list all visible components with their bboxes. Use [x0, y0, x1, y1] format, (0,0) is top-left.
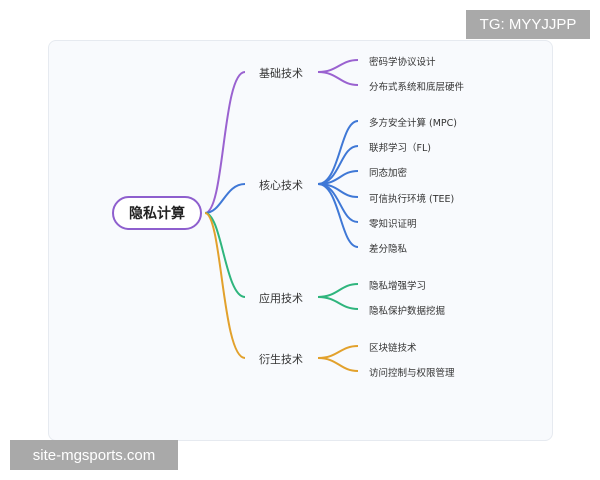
- watermark-bottom-left: site-mgsports.com: [10, 440, 178, 470]
- leaf-node[interactable]: 同态加密: [369, 168, 408, 179]
- root-node-label: 隐私计算: [129, 206, 185, 222]
- branch-node-basic[interactable]: 基础技术: [259, 67, 303, 80]
- root-node[interactable]: 隐私计算: [112, 196, 202, 230]
- branch-node-derived[interactable]: 衍生技术: [259, 353, 303, 366]
- connector-root-core: [204, 183, 246, 214]
- branch-node-core[interactable]: 核心技术: [259, 179, 303, 192]
- watermark-top-right: TG: MYYJJPP: [466, 10, 590, 39]
- leaf-node[interactable]: 零知识证明: [369, 219, 417, 230]
- leaf-node[interactable]: 分布式系统和底层硬件: [369, 82, 465, 93]
- leaf-node[interactable]: 多方安全计算 (MPC): [369, 118, 457, 129]
- branch-node-application[interactable]: 应用技术: [259, 292, 303, 305]
- connector-root-basic: [204, 71, 246, 214]
- leaf-node[interactable]: 隐私增强学习: [369, 281, 427, 292]
- leaf-node[interactable]: 访问控制与权限管理: [369, 368, 455, 379]
- leaf-node[interactable]: 差分隐私: [369, 244, 408, 255]
- connector-root-app: [204, 212, 246, 298]
- connector-root-derived: [204, 212, 246, 359]
- mindmap-card: [48, 40, 553, 441]
- leaf-node[interactable]: 联邦学习（FL): [369, 143, 431, 154]
- leaf-node[interactable]: 区块链技术: [369, 343, 417, 354]
- leaf-node[interactable]: 密码学协议设计: [369, 57, 436, 68]
- leaf-node[interactable]: 隐私保护数据挖掘: [369, 306, 446, 317]
- leaf-node[interactable]: 可信执行环境 (TEE): [369, 194, 455, 205]
